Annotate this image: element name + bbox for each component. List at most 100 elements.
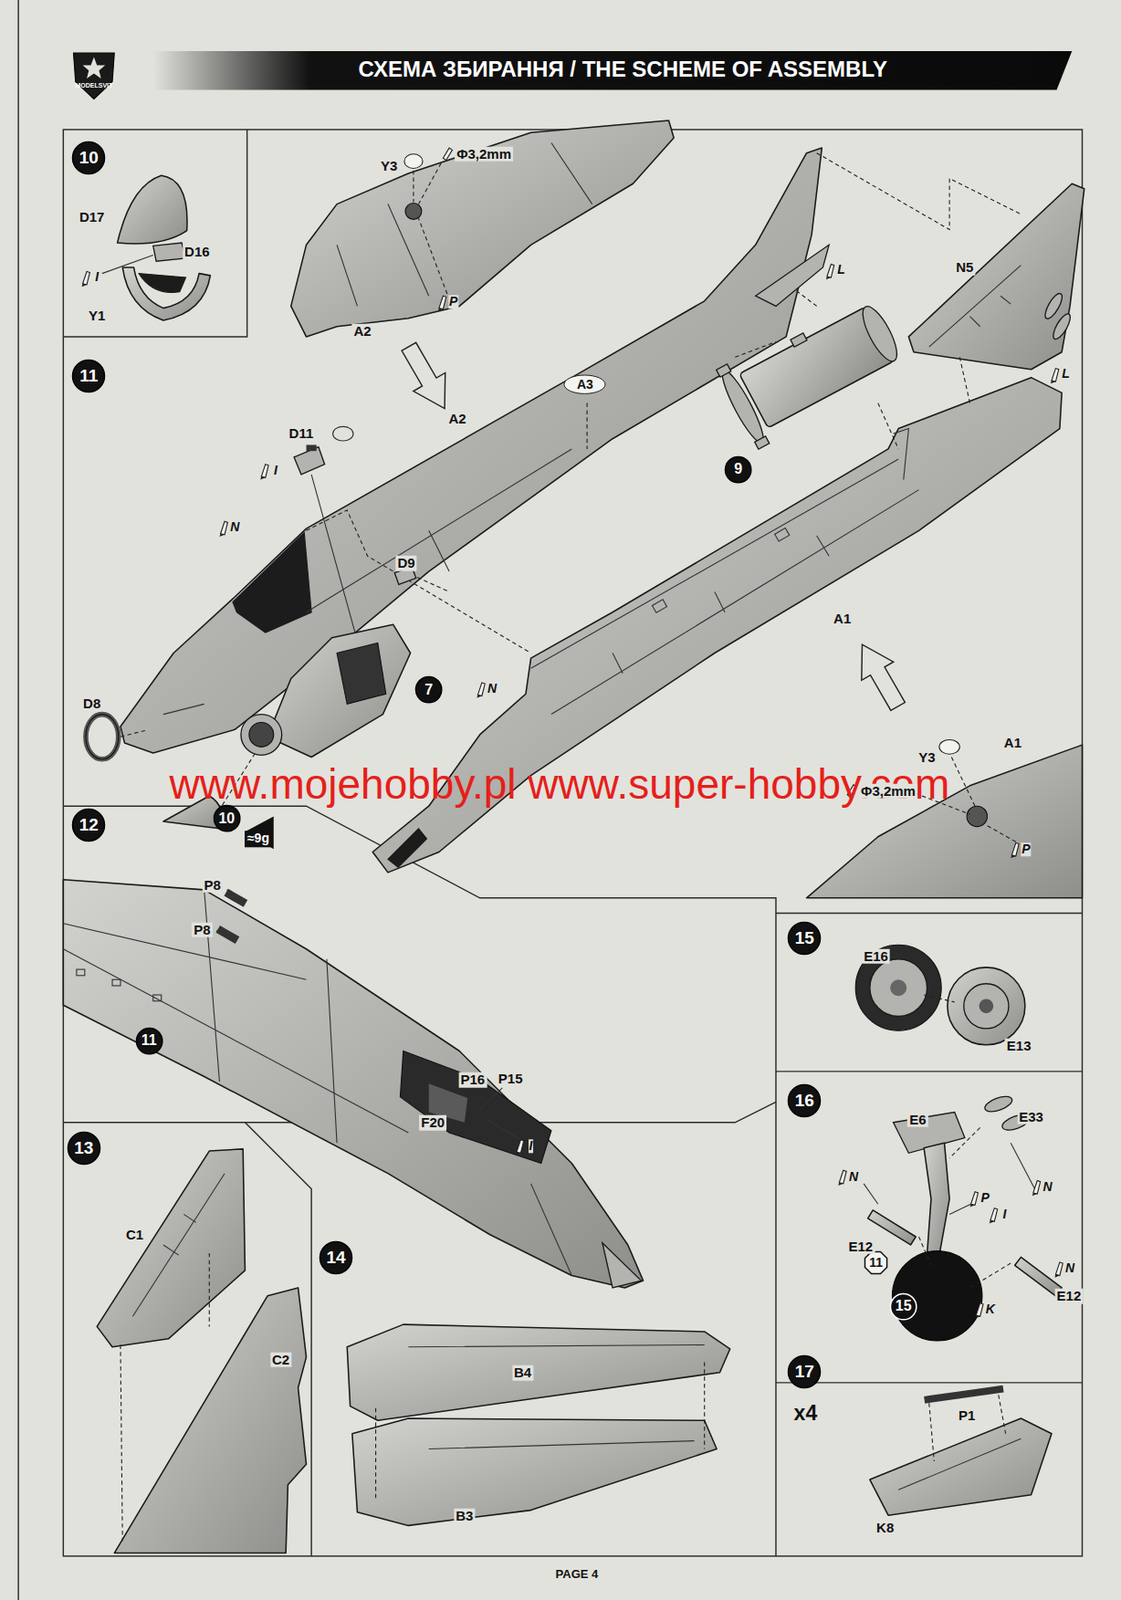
- assembly-leaders-shape: [306, 510, 532, 654]
- assembly-leaders-shape: [796, 291, 817, 307]
- part-number: P8: [191, 922, 212, 939]
- engine-part-shape: [716, 364, 732, 378]
- part-number: E12: [1055, 1288, 1084, 1305]
- badge-circle: [67, 1132, 100, 1165]
- step-12-fuselage-shape: [112, 979, 121, 986]
- step-16-gear-shape: [868, 1210, 917, 1246]
- step-14-pylon-shape: [703, 1362, 705, 1450]
- step-12-fuselage-shape: [153, 995, 162, 1002]
- part-number: Y1: [86, 307, 107, 324]
- paint-code: K: [984, 1302, 996, 1317]
- badge-text: 15: [895, 1299, 912, 1315]
- part-number: P8: [201, 877, 222, 893]
- lower-half-detail-shape: [966, 806, 987, 827]
- badge-ellipse: [564, 375, 606, 394]
- part-number: B3: [453, 1508, 475, 1525]
- paint-code: I: [528, 1139, 535, 1153]
- subassembly-number: 7: [414, 675, 443, 704]
- paint-brush-icon: [975, 1303, 984, 1318]
- part-number: Y3: [378, 158, 399, 175]
- step-16-gear-shape: [1010, 1142, 1037, 1193]
- badge-circle: [788, 1356, 821, 1389]
- fin-part-shape: [908, 183, 1084, 369]
- part-number: A1: [1002, 735, 1024, 752]
- part-tag: A3: [563, 374, 607, 395]
- page-frame-shape: [17, 0, 19, 1600]
- step-17-rack-shape: [929, 1403, 935, 1462]
- step-13-wing-shape: [114, 1288, 306, 1554]
- part-number: E12: [846, 1238, 875, 1255]
- cockpit-subassembly-shape: [85, 714, 119, 760]
- weight-note: ≈9g: [244, 831, 273, 848]
- paint-brush-tip: [826, 276, 832, 280]
- paint-brush-icon: [83, 271, 91, 285]
- step-12-fuselage-shape: [216, 931, 223, 933]
- step-number: 13: [66, 1131, 102, 1166]
- badge-text: 10: [79, 148, 99, 168]
- assembly-leaders-shape: [120, 730, 146, 737]
- paint-code: P: [448, 294, 459, 309]
- cockpit-subassembly-shape: [306, 444, 317, 451]
- paint-code: P: [1020, 842, 1031, 857]
- cockpit-subassembly-shape: [336, 642, 387, 704]
- step-15-wheel-shape: [947, 967, 1026, 1046]
- badge-circle: [73, 808, 105, 841]
- badge-octagon: [865, 1251, 888, 1274]
- badge-circle: [416, 677, 442, 703]
- fuselage-halves: [120, 147, 1062, 873]
- subassembly-number: 11: [135, 1026, 164, 1056]
- step-number: 16: [786, 1083, 822, 1119]
- page-frame-shape: [62, 1122, 312, 1557]
- step-12-fuselage-shape: [602, 1243, 641, 1289]
- step-16-gear-shape: [969, 1263, 1011, 1289]
- front-fuselage-detail-shape: [404, 154, 423, 169]
- step-15-wheel: [855, 944, 1026, 1046]
- part-number: E6: [907, 1112, 928, 1129]
- badge-circle: [136, 1028, 162, 1055]
- step-12-fuselage: [62, 880, 643, 1289]
- paint-brush-tip: [219, 534, 225, 537]
- paint-brush-icon: [1051, 368, 1059, 383]
- paint-code: N: [1041, 1180, 1053, 1195]
- step-12-fuselage-shape: [223, 889, 248, 908]
- paint-code: P: [980, 1191, 991, 1205]
- page-frame-shape: [775, 1070, 1083, 1072]
- step-16-gear-shape: [919, 1236, 932, 1266]
- paint-code: N: [1064, 1261, 1076, 1276]
- step-12-fuselage-shape: [488, 1121, 524, 1142]
- lower-half-detail-shape: [939, 740, 960, 755]
- watermark: www.mojehobby.pl www.super-hobby.com: [168, 761, 950, 808]
- fin-part-shape: [959, 356, 970, 403]
- step-12-fuselage-shape: [76, 969, 85, 976]
- badge-circle: [788, 1084, 821, 1117]
- step-10-parts-shape: [153, 242, 187, 262]
- paint-code: L: [836, 263, 847, 278]
- step-13-wing-shape: [96, 1149, 245, 1348]
- paint-code: I: [272, 463, 279, 478]
- step-13-wing-shape: [209, 1253, 210, 1327]
- badge-text: 11: [79, 366, 98, 386]
- paint-brush-icon: [261, 464, 269, 479]
- page-number: PAGE 4: [554, 1567, 601, 1581]
- step-number: 11: [71, 358, 106, 394]
- part-number: D11: [287, 426, 316, 442]
- part-number: D8: [81, 695, 103, 712]
- assembly-leaders: [120, 291, 899, 812]
- cockpit-subassembly-shape: [249, 722, 274, 748]
- logo-text: MODELSVIT: [74, 82, 113, 90]
- step-13-wing: [96, 1149, 306, 1554]
- paint-brush-tip: [969, 1204, 975, 1207]
- step-12-fuselage-shape: [216, 925, 241, 944]
- step-16-gear-shape: [949, 1127, 981, 1159]
- step-14-pylon-shape: [346, 1324, 730, 1421]
- badge-text: 12: [79, 816, 99, 835]
- step-12-fuselage-shape: [62, 890, 572, 1277]
- step-12-fuselage-shape: [62, 880, 643, 1289]
- cockpit-subassembly-shape: [240, 714, 283, 756]
- paint-code: I: [94, 271, 100, 285]
- assembly-leaders-shape: [311, 474, 357, 641]
- paint-brush-icon: [1033, 1181, 1041, 1195]
- paint-brush-tip: [838, 1183, 844, 1186]
- subassembly-number: 15: [889, 1292, 918, 1321]
